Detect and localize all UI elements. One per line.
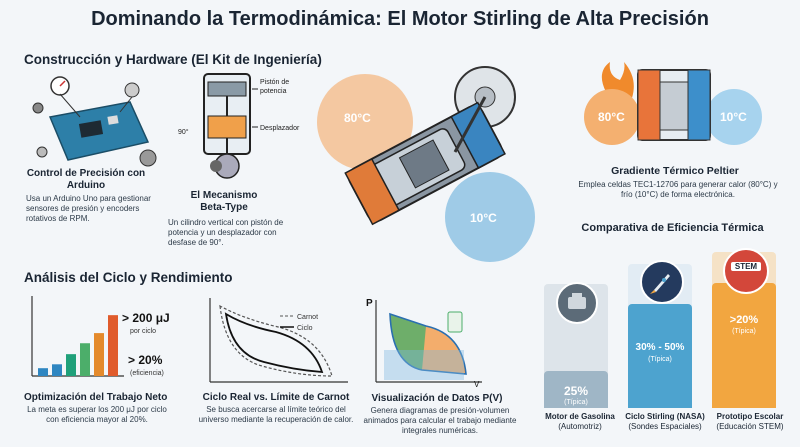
stem-icon: STEM <box>723 248 769 294</box>
engine-icon <box>556 282 598 324</box>
bar-school: >20% (Típica) <box>712 252 776 408</box>
page-title: Dominando la Termodinámica: El Motor Sti… <box>91 8 709 30</box>
bar-gasoline-value: 25% <box>563 384 589 398</box>
carnot-caption: Ciclo Real vs. Límite de Carnot <box>202 392 350 403</box>
work-value-1: > 200 μJ <box>122 311 170 325</box>
arduino-desc: Usa un Arduino Uno para gestionar sensor… <box>26 194 151 223</box>
bar-stirling-sub: (Típica) <box>648 356 672 363</box>
work-desc: La meta es superar los 200 μJ por ciclo … <box>27 405 167 424</box>
work-bars <box>38 315 118 376</box>
piston-label-1: Pistón de <box>260 79 289 86</box>
comparison-chart: 25% (Típica) 30% - 50% (Típica) >20% (Tí… <box>540 248 790 408</box>
work-value-2: > 20% <box>128 353 163 367</box>
work-caption: Optimización del Trabajo Neto <box>24 392 168 403</box>
mechanism-caption: El Mecanismo Beta-Type <box>190 190 258 213</box>
work-bar <box>108 315 118 376</box>
hardware-heading: Construcción y Hardware (El Kit de Ingen… <box>24 52 322 67</box>
pv-desc: Genera diagramas de presión-volumen anim… <box>363 406 517 435</box>
stem-badge: STEM <box>731 262 761 271</box>
cycle-heading: Análisis del Ciclo y Rendimiento <box>24 270 233 285</box>
work-bar <box>66 354 76 376</box>
work-sub-1: por ciclo <box>130 328 156 335</box>
carnot-desc: Se busca acercarse al límite teórico del… <box>198 405 354 424</box>
bar-gasoline-sub: (Típica) <box>564 399 588 406</box>
bar-school-value: >20% <box>729 314 759 326</box>
arduino-caption: Control de Precisión con Arduino <box>26 168 146 191</box>
stirling-engine-illustration: 80°C 10°C <box>317 66 535 262</box>
label-stirling: Ciclo Stirling (NASA) (Sondes Espaciales… <box>625 412 705 431</box>
engine-cold-label: 10°C <box>470 211 497 225</box>
comparison-heading: Comparativa de Eficiencia Térmica <box>581 222 764 234</box>
pv-caption: Visualización de Datos P(V) <box>371 393 503 404</box>
carnot-curve <box>219 304 333 377</box>
flame-icon <box>601 62 634 98</box>
rocket-icon <box>640 260 684 304</box>
carnot-chart: Carnot Ciclo <box>209 298 348 383</box>
work-bar <box>52 364 62 376</box>
label-gasoline: Motor de Gasolina (Automotriz) <box>545 412 615 431</box>
bar-school-sub: (Típica) <box>732 328 756 335</box>
pv-axis-v: V <box>474 380 480 389</box>
legend-cycle: Ciclo <box>297 325 313 332</box>
peltier-cold-label: 10°C <box>720 110 747 124</box>
piston-label-2: potencia <box>260 88 287 95</box>
bar-stirling: 30% - 50% (Típica) <box>628 264 692 408</box>
mechanism-desc: Un cilindro vertical con pistón de poten… <box>168 218 284 247</box>
cycle-curve <box>224 312 324 373</box>
peltier-hot-label: 80°C <box>598 110 625 124</box>
label-school: Prototipo Escolar (Educación STEM) <box>716 412 784 431</box>
pv-axis-p: P <box>366 298 373 309</box>
work-bar <box>80 343 90 376</box>
work-bar-chart: > 200 μJ por ciclo > 20% (eficiencia) <box>31 296 170 377</box>
work-bar <box>94 333 104 376</box>
pv-chart: P V <box>366 298 482 389</box>
peltier-illustration: 80°C 10°C <box>584 62 762 145</box>
arduino-illustration <box>32 76 157 167</box>
work-sub-2: (eficiencia) <box>130 370 164 377</box>
beta-mechanism-illustration: 90° Pistón de potencia Desplazador <box>178 73 300 179</box>
angle-label: 90° <box>178 128 189 136</box>
displacer-label: Desplazador <box>260 125 300 132</box>
encoder-icon <box>139 149 157 167</box>
bar-stirling-value: 30% - 50% <box>635 342 685 353</box>
engine-hot-label: 80°C <box>344 111 371 125</box>
peltier-desc: Emplea celdas TEC1-12706 para generar ca… <box>578 180 778 199</box>
peltier-caption: Gradiente Térmico Peltier <box>611 165 739 177</box>
work-bar <box>38 368 48 376</box>
legend-carnot: Carnot <box>297 314 318 321</box>
